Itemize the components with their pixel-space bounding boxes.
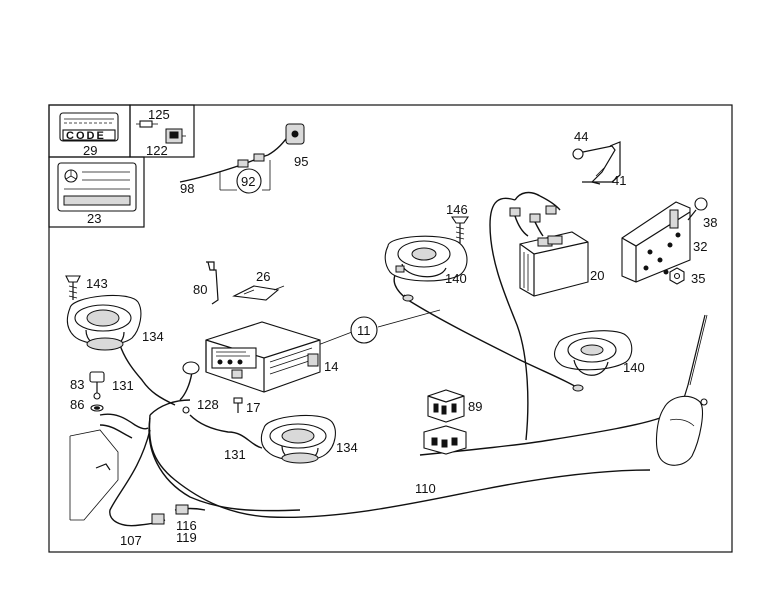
label-89: 89 [468, 399, 482, 414]
label-23: 23 [87, 211, 101, 226]
mercedes-star-icon [64, 169, 78, 183]
connector-89-icon [423, 389, 467, 455]
speaker-134-lower-icon [260, 414, 336, 464]
wiring-harness [99, 197, 707, 527]
screw-146-icon [450, 216, 470, 243]
radio-unit-14-icon [205, 321, 321, 393]
mounting-bracket-32-icon [621, 201, 691, 283]
code-card-text: CODE [66, 130, 106, 142]
screw-143-icon [65, 275, 81, 300]
label-20: 20 [590, 268, 604, 283]
inset-code-card-box: CODE 29 [48, 104, 131, 158]
label-35: 35 [691, 271, 705, 286]
bracket-44-41-icon [572, 141, 621, 185]
label-44: 44 [574, 129, 588, 144]
plug-128-icon [182, 361, 200, 414]
label-140-right: 140 [623, 360, 645, 375]
bolt-83-icon [89, 371, 105, 400]
connector-122-icon [165, 128, 186, 144]
callout-circle-92 [236, 168, 262, 194]
diagram-frame [48, 104, 733, 553]
label-14: 14 [324, 359, 338, 374]
label-41: 41 [612, 173, 626, 188]
power-antenna-icon [655, 314, 708, 466]
mounting-panel-outline [69, 429, 119, 521]
label-95: 95 [294, 154, 308, 169]
label-86: 86 [70, 397, 84, 412]
label-134-upper: 134 [142, 329, 164, 344]
antenna-amplifier-95-icon [285, 123, 305, 145]
label-32: 32 [693, 239, 707, 254]
speaker-140-upper-icon [384, 235, 468, 302]
label-143: 143 [86, 276, 108, 291]
washer-86-icon [90, 404, 104, 412]
label-80: 80 [193, 282, 207, 297]
screw-38-icon [687, 197, 708, 221]
bracket-26-icon [232, 285, 285, 301]
inset-key-box: 125 122 [129, 104, 195, 158]
screw-17-icon [233, 397, 243, 413]
label-128: 128 [197, 397, 219, 412]
label-92: 92 [241, 174, 255, 189]
speaker-134-upper-icon [66, 294, 142, 351]
label-29: 29 [83, 143, 97, 158]
cable-assembly-98-92 [179, 133, 291, 194]
label-140-upper: 140 [445, 271, 467, 286]
bracket-80-icon [206, 261, 219, 305]
label-131-lower: 131 [224, 447, 246, 462]
connector-116-119-icon [151, 504, 189, 525]
label-83: 83 [70, 377, 84, 392]
label-110: 110 [415, 481, 436, 496]
label-17: 17 [246, 400, 260, 415]
amplifier-unit-20-icon [509, 191, 589, 297]
label-119: 119 [176, 530, 197, 545]
inset-mercedes-card-box: 23 [48, 156, 145, 228]
label-146: 146 [446, 202, 468, 217]
label-98: 98 [180, 181, 194, 196]
label-11: 11 [357, 323, 371, 338]
callout-circle-11 [350, 316, 378, 344]
label-107: 107 [120, 533, 142, 548]
label-26: 26 [256, 269, 270, 284]
label-134-lower: 134 [336, 440, 358, 455]
nut-35-icon [669, 267, 685, 285]
label-131-upper: 131 [112, 378, 134, 393]
label-122: 122 [146, 143, 168, 158]
label-38: 38 [703, 215, 717, 230]
label-116: 116 [176, 518, 197, 533]
label-125: 125 [148, 107, 170, 122]
speaker-140-right-icon [553, 330, 633, 392]
